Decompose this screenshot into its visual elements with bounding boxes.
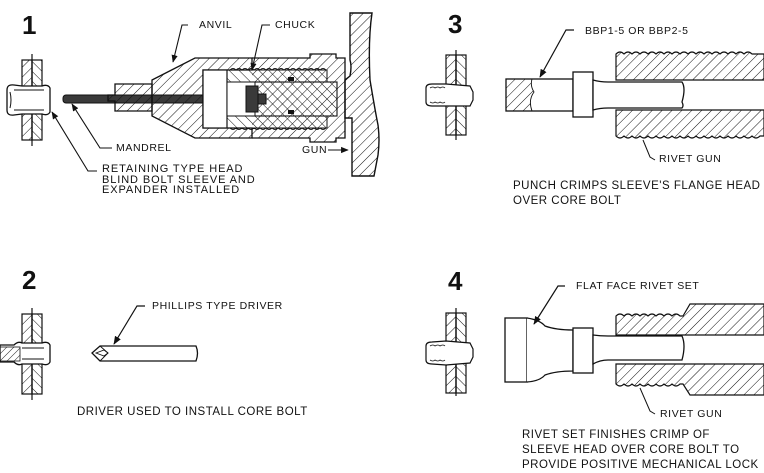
blind-bolt-sleeve [6,84,51,116]
leader-rivet-set [533,285,565,325]
step-3-drawing [425,29,764,161]
caption-line: RIVET SET FINISHES CRIMP OF [522,429,710,441]
leader-chuck [250,24,270,71]
leader-sleeve [51,111,97,172]
caption-line: PUNCH CRIMPS SLEEVE'S FLANGE HEAD [513,180,761,192]
leader-driver [113,305,145,345]
caption-line: EXPANDER INSTALLED [102,184,241,196]
step-4-number: 4 [448,266,463,296]
label-gun: GUN [302,144,328,156]
caption-line: DRIVER USED TO INSTALL CORE BOLT [77,406,308,418]
rivet-gun-body [615,303,764,396]
flat-face-rivet-set [504,317,685,383]
caption-line: OVER CORE BOLT [513,195,622,207]
label-flat-face-rivet-set: FLAT FACE RIVET SET [576,280,700,292]
caption-line: SLEEVE HEAD OVER CORE BOLT TO [522,444,740,456]
step-4-caption: RIVET SET FINISHES CRIMP OF SLEEVE HEAD … [522,428,759,473]
step-3-number: 3 [448,9,463,39]
step-1-caption: RETAINING TYPE HEAD BLIND BOLT SLEEVE AN… [102,164,256,196]
phillips-driver [91,345,199,362]
locked-fastener [425,340,474,366]
leader-rivet-gun [642,139,656,161]
step-1-drawing [6,12,380,177]
label-anvil: ANVIL [199,19,233,31]
gun-body [344,12,380,177]
leader-rivet-gun [639,387,656,415]
rivet-gun-body [615,51,764,139]
label-mandrel: MANDREL [116,142,172,154]
punch-tool [505,71,685,118]
step-3-caption: PUNCH CRIMPS SLEEVE'S FLANGE HEAD OVER C… [513,179,760,209]
caption-line: PROVIDE POSITIVE MECHANICAL LOCK [522,459,759,471]
caption-line: RETAINING TYPE HEAD [102,163,244,175]
anvil [107,57,253,139]
step-2-number: 2 [22,265,37,295]
label-punch-part-number: BBP1-5 OR BBP2-5 [585,25,689,37]
label-rivet-gun: RIVET GUN [659,153,722,165]
step-2-drawing [0,305,199,400]
crimped-sleeve [425,83,474,107]
leader-punch [539,29,574,78]
label-rivet-gun: RIVET GUN [660,408,723,420]
core-bolt-installed [0,341,51,366]
leader-anvil [171,24,188,63]
caption-line: BLIND BOLT SLEEVE AND [102,173,256,186]
step-1-number: 1 [22,10,37,40]
label-chuck: CHUCK [275,19,316,31]
leader-mandrel [71,103,112,149]
step-2-caption: DRIVER USED TO INSTALL CORE BOLT [77,405,308,420]
chuck [226,53,346,143]
step-4-drawing [425,285,764,415]
label-phillips-driver: PHILLIPS TYPE DRIVER [152,300,283,312]
